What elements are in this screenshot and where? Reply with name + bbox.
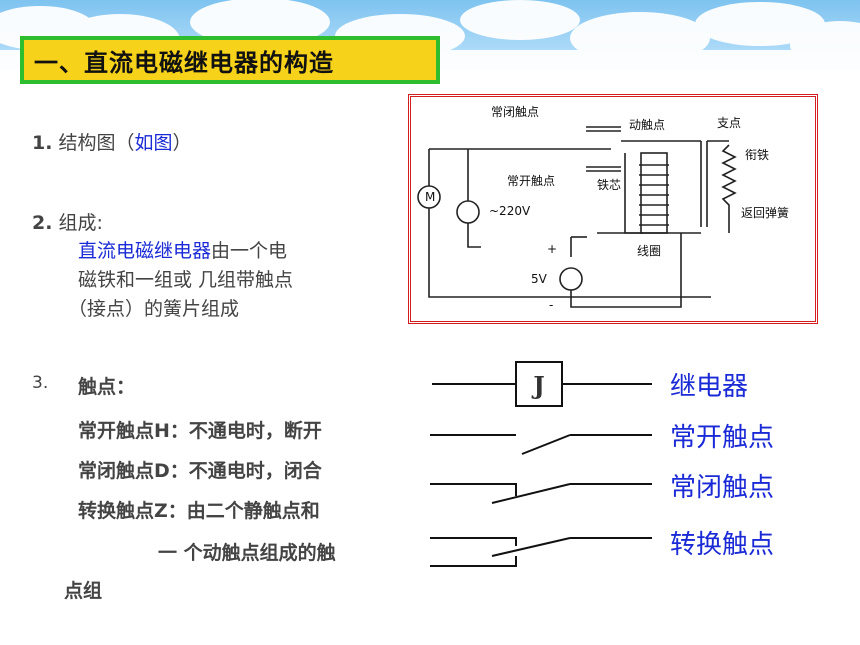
item-1-text: 结构图（ xyxy=(58,132,135,154)
item-2-term: 直流电磁继电器 xyxy=(78,240,212,262)
item-2-line-2: 磁铁和一组或 几组带触点 xyxy=(78,269,294,291)
contact-z-desc-3: 点组 xyxy=(64,580,103,602)
no-contact-label: 常开触点 xyxy=(507,174,555,188)
motor-label: M xyxy=(425,190,435,204)
item-1: 1. 结构图（如图） xyxy=(32,128,192,155)
coil-label: 线圈 xyxy=(637,244,661,258)
core-label: 铁芯 xyxy=(597,178,621,192)
item-2-number: 2. xyxy=(32,212,53,234)
relay-diagram-drawing: M 常闭触点 动触点 支点 衔铁 常开触点 铁芯 ~220V 返回弹簧 线圈 +… xyxy=(417,105,789,312)
item-2-head: 组成: xyxy=(58,212,103,234)
co-contact-symbol-label: 转换触点 xyxy=(670,530,775,560)
nc-contact-label: 常闭触点 xyxy=(491,105,539,119)
armature-label: 衔铁 xyxy=(745,148,769,162)
pivot-label: 支点 xyxy=(717,116,741,130)
item-2-line-1-rest: 由一个电 xyxy=(211,240,288,262)
plus-label: + xyxy=(547,242,557,256)
item-1-text-end: ） xyxy=(172,132,192,154)
moving-contact-label: 动触点 xyxy=(629,118,665,132)
contact-d-desc: 常闭触点D：不通电时，闭合 xyxy=(78,460,322,482)
item-1-figure-link[interactable]: 如图 xyxy=(134,132,173,154)
item-2-line-3: （接点）的簧片组成 xyxy=(68,298,240,320)
item-2-heading: 2. 组成: xyxy=(32,208,103,235)
item-2-line-1: 直流电磁继电器由一个电 xyxy=(78,236,287,263)
slide-title-box: 一、直流电磁继电器的构造 xyxy=(20,36,440,84)
slide-title: 一、直流电磁继电器的构造 xyxy=(34,48,334,77)
dc-voltage-label: 5V xyxy=(531,272,548,286)
item-1-number: 1. xyxy=(32,132,53,154)
item-3-number: 3. xyxy=(32,373,49,393)
nc-contact-symbol-label: 常闭触点 xyxy=(670,473,775,503)
ac-voltage-label: ~220V xyxy=(489,204,531,218)
minus-label: - xyxy=(549,298,553,312)
contact-z-desc-2: 一 个动触点组成的触 xyxy=(158,542,336,564)
item-3-head: 触点： xyxy=(78,376,136,398)
no-contact-symbol-label: 常开触点 xyxy=(670,423,775,453)
relay-symbol-label: 继电器 xyxy=(670,372,749,402)
contact-h-desc: 常开触点H：不通电时，断开 xyxy=(78,420,322,442)
relay-structure-diagram: M 常闭触点 动触点 支点 衔铁 常开触点 铁芯 ~220V 返回弹簧 线圈 +… xyxy=(408,94,818,324)
contact-z-desc-1: 转换触点Z：由二个静触点和 xyxy=(78,500,320,522)
return-spring-label: 返回弹簧 xyxy=(741,205,789,220)
